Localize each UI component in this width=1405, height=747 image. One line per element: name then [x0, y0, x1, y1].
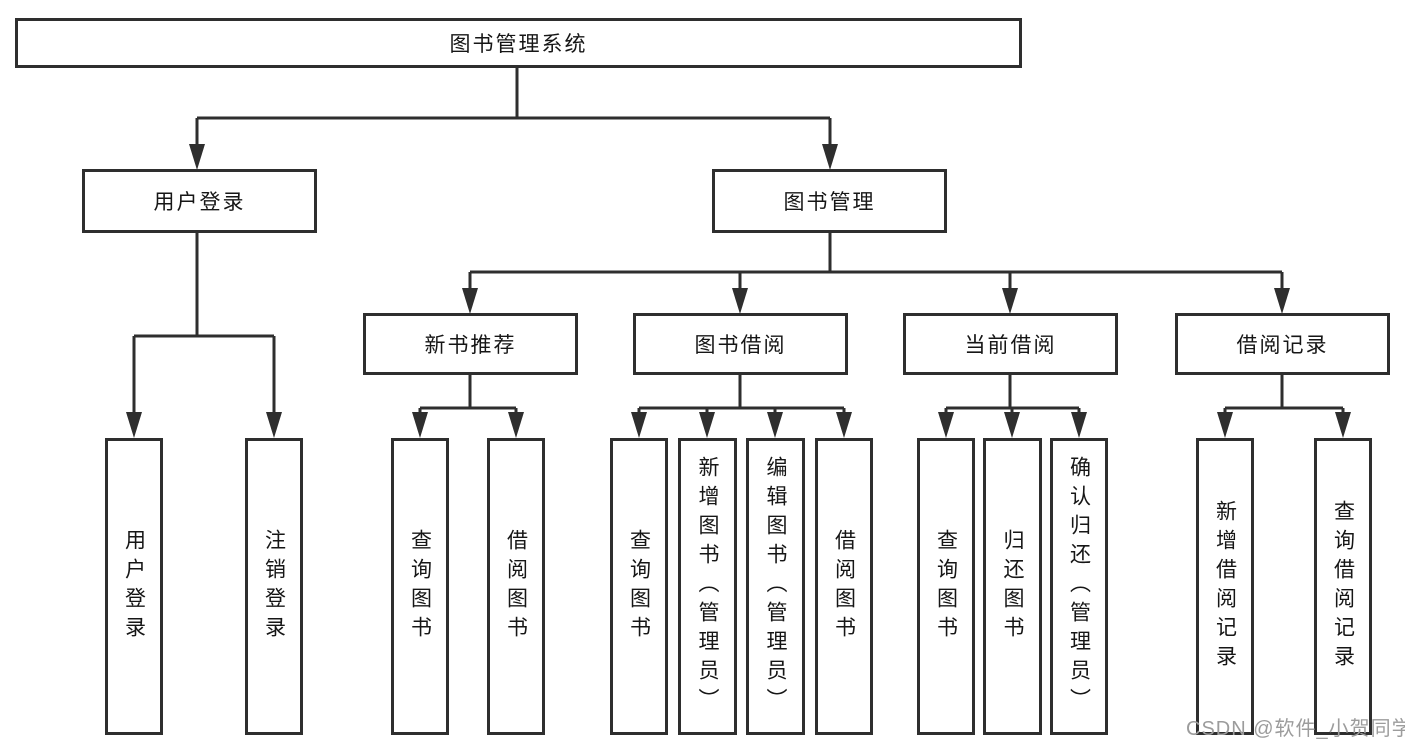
leaf-records-query-record-label: 查询借阅记录	[1331, 499, 1355, 674]
arrowhead-down-icon	[767, 412, 783, 438]
arrowhead-down-icon	[822, 144, 838, 170]
leaf-borrow-query-books: 查询图书	[610, 438, 668, 735]
connector-root-to-level2	[189, 68, 838, 170]
leaf-newbook-borrow-books: 借阅图书	[487, 438, 545, 735]
arrowhead-down-icon	[508, 412, 524, 438]
node-root-system: 图书管理系统	[15, 18, 1022, 68]
leaf-logout-label: 注销登录	[262, 528, 286, 645]
node-book-borrow: 图书借阅	[633, 313, 848, 375]
arrowhead-down-icon	[1217, 412, 1233, 438]
arrowhead-down-icon	[631, 412, 647, 438]
node-new-book-recommend-label: 新书推荐	[424, 334, 517, 357]
leaf-logout: 注销登录	[245, 438, 303, 735]
node-book-management-label: 图书管理	[783, 191, 876, 214]
leaf-current-return-books-label: 归还图书	[1001, 528, 1025, 645]
connector-records-to-leaves	[1217, 375, 1351, 438]
connector-bookborrow-to-leaves	[631, 375, 852, 438]
node-user-login: 用户登录	[82, 169, 317, 233]
arrowhead-down-icon	[732, 288, 748, 314]
node-book-borrow-label: 图书借阅	[694, 334, 787, 357]
leaf-current-query-books-label: 查询图书	[934, 528, 958, 645]
arrowhead-down-icon	[189, 144, 205, 170]
arrowhead-down-icon	[836, 412, 852, 438]
node-borrow-records-label: 借阅记录	[1236, 334, 1329, 357]
leaf-newbook-query-books-label: 查询图书	[408, 528, 432, 645]
arrowhead-down-icon	[1071, 412, 1087, 438]
arrowhead-down-icon	[1274, 288, 1290, 314]
connector-newbook-to-leaves	[412, 375, 524, 438]
leaf-borrow-edit-books-admin-label: 编辑图书（管理员）	[764, 456, 788, 717]
connector-userlogin-to-leaves	[126, 233, 282, 438]
leaf-current-confirm-return-admin-label: 确认归还（管理员）	[1067, 456, 1091, 717]
arrowhead-down-icon	[1335, 412, 1351, 438]
leaf-user-login: 用户登录	[105, 438, 163, 735]
leaf-current-query-books: 查询图书	[917, 438, 975, 735]
leaf-current-return-books: 归还图书	[983, 438, 1042, 735]
arrowhead-down-icon	[412, 412, 428, 438]
node-user-login-label: 用户登录	[153, 191, 246, 214]
arrowhead-down-icon	[938, 412, 954, 438]
leaf-borrow-query-books-label: 查询图书	[627, 528, 651, 645]
connector-currentborrow-to-leaves	[938, 375, 1087, 438]
arrowhead-down-icon	[1004, 412, 1020, 438]
node-current-borrow-label: 当前借阅	[964, 334, 1057, 357]
leaf-borrow-add-books-admin-label: 新增图书（管理员）	[696, 456, 720, 717]
leaf-records-add-record-label: 新增借阅记录	[1213, 499, 1237, 674]
leaf-records-query-record: 查询借阅记录	[1314, 438, 1372, 735]
csdn-watermark: CSDN @软件_小贺同学	[1186, 718, 1405, 740]
arrowhead-down-icon	[266, 412, 282, 438]
arrowhead-down-icon	[462, 288, 478, 314]
node-book-management: 图书管理	[712, 169, 947, 233]
leaf-user-login-label: 用户登录	[122, 528, 146, 645]
node-root-label: 图书管理系统	[449, 33, 588, 56]
leaf-newbook-borrow-books-label: 借阅图书	[504, 528, 528, 645]
leaf-current-confirm-return-admin: 确认归还（管理员）	[1050, 438, 1108, 735]
arrowhead-down-icon	[126, 412, 142, 438]
leaf-borrow-edit-books-admin: 编辑图书（管理员）	[746, 438, 805, 735]
node-current-borrow: 当前借阅	[903, 313, 1118, 375]
leaf-records-add-record: 新增借阅记录	[1196, 438, 1254, 735]
node-borrow-records: 借阅记录	[1175, 313, 1390, 375]
node-new-book-recommend: 新书推荐	[363, 313, 578, 375]
arrowhead-down-icon	[699, 412, 715, 438]
leaf-borrow-borrow-books-label: 借阅图书	[832, 528, 856, 645]
arrowhead-down-icon	[1002, 288, 1018, 314]
connector-bookmgmt-to-level3	[462, 233, 1290, 314]
leaf-borrow-borrow-books: 借阅图书	[815, 438, 873, 735]
leaf-borrow-add-books-admin: 新增图书（管理员）	[678, 438, 737, 735]
leaf-newbook-query-books: 查询图书	[391, 438, 449, 735]
